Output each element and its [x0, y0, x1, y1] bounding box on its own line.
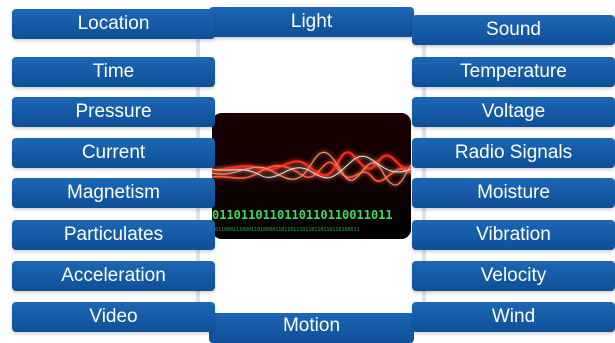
label-text: Moisture — [477, 182, 550, 203]
label-text: Wind — [491, 306, 536, 327]
label-text: Acceleration — [61, 265, 166, 286]
signal-waveform-graphic: 0110110110110110110011011 10110001110001… — [212, 113, 411, 239]
label-text: Location — [77, 13, 150, 34]
label-moisture: Moisture — [412, 178, 615, 208]
bottom-label-text: Motion — [282, 314, 341, 336]
label-voltage: Voltage — [412, 97, 615, 127]
label-wind: Wind — [412, 302, 615, 332]
top-label-text: Light — [290, 11, 333, 32]
label-magnetism: Magnetism — [12, 178, 215, 208]
binary-row-2: 1011000111000110100001101101110110110110… — [212, 227, 360, 233]
label-current: Current — [12, 138, 215, 168]
label-text: Current — [81, 142, 146, 163]
top-label-light: Light — [209, 7, 414, 37]
bottom-label-motion: Motion — [209, 313, 414, 343]
label-sound: Sound — [412, 15, 615, 45]
label-text: Magnetism — [67, 182, 160, 203]
label-location: Location — [12, 9, 215, 39]
label-text: Particulates — [63, 224, 164, 245]
label-pressure: Pressure — [12, 97, 215, 127]
label-text: Sound — [486, 19, 541, 40]
label-radio-signals: Radio Signals — [412, 138, 615, 168]
label-acceleration: Acceleration — [12, 261, 215, 291]
label-vibration: Vibration — [412, 220, 615, 250]
label-velocity: Velocity — [412, 261, 615, 291]
label-text: Temperature — [460, 61, 567, 82]
label-text: Radio Signals — [454, 142, 573, 163]
label-text: Time — [92, 61, 135, 82]
label-text: Pressure — [75, 101, 152, 122]
label-text: Vibration — [476, 224, 551, 245]
label-text: Velocity — [480, 265, 547, 286]
label-temperature: Temperature — [412, 57, 615, 87]
waveforms — [212, 151, 411, 186]
signal-waveform-icon: 0110110110110110110011011 10110001110001… — [212, 113, 411, 239]
label-time: Time — [12, 57, 215, 87]
label-video: Video — [12, 302, 215, 332]
label-text: Voltage — [481, 101, 546, 122]
label-particulates: Particulates — [12, 220, 215, 250]
label-text: Video — [89, 306, 138, 327]
binary-row-1: 0110110110110110110011011 — [212, 208, 393, 222]
